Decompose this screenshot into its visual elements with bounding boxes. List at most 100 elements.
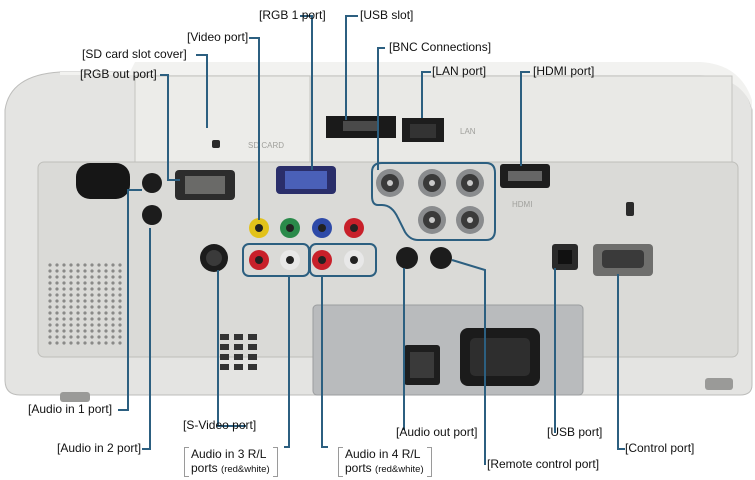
grill-hole <box>55 329 59 333</box>
rca-jacks <box>249 218 364 270</box>
grill-hole <box>97 317 101 321</box>
leader-video-port <box>249 37 260 220</box>
grill-hole <box>48 299 52 303</box>
callout-s-video-port: [S-Video port] <box>183 418 257 432</box>
grill-hole <box>104 287 108 291</box>
grill-hole <box>76 269 80 273</box>
leader-lan-port <box>421 71 431 118</box>
grill-hole <box>111 329 115 333</box>
callout-rgb1-port-text: RGB 1 port <box>262 8 323 22</box>
callout-lan-port-text: LAN port <box>435 64 483 78</box>
grill-hole <box>111 317 115 321</box>
grill-hole <box>90 281 94 285</box>
grill-hole <box>48 263 52 267</box>
grill-hole <box>76 299 80 303</box>
grill-hole <box>48 293 52 297</box>
audio-in-3-bracket-left <box>184 447 189 477</box>
grill-hole <box>69 341 73 345</box>
grill-hole <box>118 329 122 333</box>
callout-sd-card-slot-cover-text: SD card slot cover <box>85 47 184 61</box>
sd-cover-latch <box>212 140 220 148</box>
grill-hole <box>48 329 52 333</box>
callout-audio-out-port-text: Audio out port <box>399 425 475 439</box>
grill-hole <box>90 275 94 279</box>
grill-hole <box>104 317 108 321</box>
ac-inlet-socket <box>470 338 530 376</box>
callout-audio-in-3-note: (red&white) <box>221 464 270 475</box>
callout-bnc-connections-text: BNC Connections <box>392 40 488 54</box>
callout-rgb-out-port-text: RGB out port <box>83 67 154 81</box>
grill-hole <box>76 329 80 333</box>
bnc-connector-pin <box>387 180 393 186</box>
grill-hole <box>118 305 122 309</box>
left-vent-grill <box>48 263 122 345</box>
grill-hole <box>104 293 108 297</box>
leader-s-video <box>217 270 246 427</box>
audio-in-4-l-jack-center <box>350 256 358 264</box>
grill-hole <box>104 335 108 339</box>
sd-card-silk-label: SD CARD <box>248 141 284 150</box>
audio-out-jack <box>396 247 418 269</box>
grill-hole <box>83 293 87 297</box>
grill-hole <box>83 341 87 345</box>
grill-hole <box>97 299 101 303</box>
grill-hole <box>83 269 87 273</box>
callout-audio-in-3-ports: Audio in 3 R/L ports (red&white) <box>191 447 270 477</box>
grill-hole <box>90 329 94 333</box>
grill-hole <box>97 341 101 345</box>
leader-usb-slot <box>345 15 358 120</box>
leader-audio-in-2 <box>142 228 151 450</box>
grill-hole <box>118 293 122 297</box>
grill-hole <box>69 299 73 303</box>
component-y-jack-center <box>286 224 294 232</box>
callout-hdmi-port-text: HDMI port <box>536 64 592 78</box>
callout-remote-control-port-text: Remote control port <box>490 457 596 471</box>
grill-hole <box>111 311 115 315</box>
callout-hdmi-port: [HDMI port] <box>533 64 595 78</box>
grill-hole <box>111 305 115 309</box>
grill-hole <box>62 275 66 279</box>
vent-slot <box>220 364 229 370</box>
vent-slot <box>234 344 243 350</box>
callout-audio-in-1-port: [Audio in 1 port] <box>28 402 113 416</box>
grill-hole <box>104 311 108 315</box>
foot-right <box>705 378 733 390</box>
grill-hole <box>69 263 73 267</box>
grill-hole <box>90 341 94 345</box>
callout-audio-in-1-port-text: Audio in 1 port <box>31 402 109 416</box>
video-rca-jack-center <box>255 224 263 232</box>
vent-slot <box>248 334 257 340</box>
grill-hole <box>111 275 115 279</box>
grill-hole <box>48 311 52 315</box>
audio-in-3-r-jack-center <box>255 256 263 264</box>
grill-hole <box>76 311 80 315</box>
grill-hole <box>104 299 108 303</box>
audio-in-1-jack <box>142 173 162 193</box>
grill-hole <box>76 341 80 345</box>
callout-audio-in-3-line1: Audio in 3 R/L <box>191 447 267 461</box>
grill-hole <box>76 287 80 291</box>
vent-slot <box>220 334 229 340</box>
callout-rgb1-port: [RGB 1 port] <box>259 8 326 22</box>
callout-video-port: [Video port] <box>187 30 249 44</box>
vent-slot <box>234 334 243 340</box>
leader-rgb-out-port <box>160 74 180 181</box>
grill-hole <box>111 281 115 285</box>
grill-hole <box>55 287 59 291</box>
grill-hole <box>118 335 122 339</box>
grill-hole <box>76 263 80 267</box>
callout-usb-slot: [USB slot] <box>360 8 414 22</box>
sd-card-cover-panel <box>134 75 311 163</box>
grill-hole <box>83 311 87 315</box>
grill-hole <box>97 263 101 267</box>
grill-hole <box>76 323 80 327</box>
leader-audio-in-1 <box>118 189 142 411</box>
grill-hole <box>83 323 87 327</box>
grill-hole <box>76 305 80 309</box>
grill-hole <box>62 263 66 267</box>
usb-slot-opening <box>343 121 377 131</box>
callout-control-port-text: Control port <box>628 441 692 455</box>
grill-hole <box>118 317 122 321</box>
grill-hole <box>104 275 108 279</box>
